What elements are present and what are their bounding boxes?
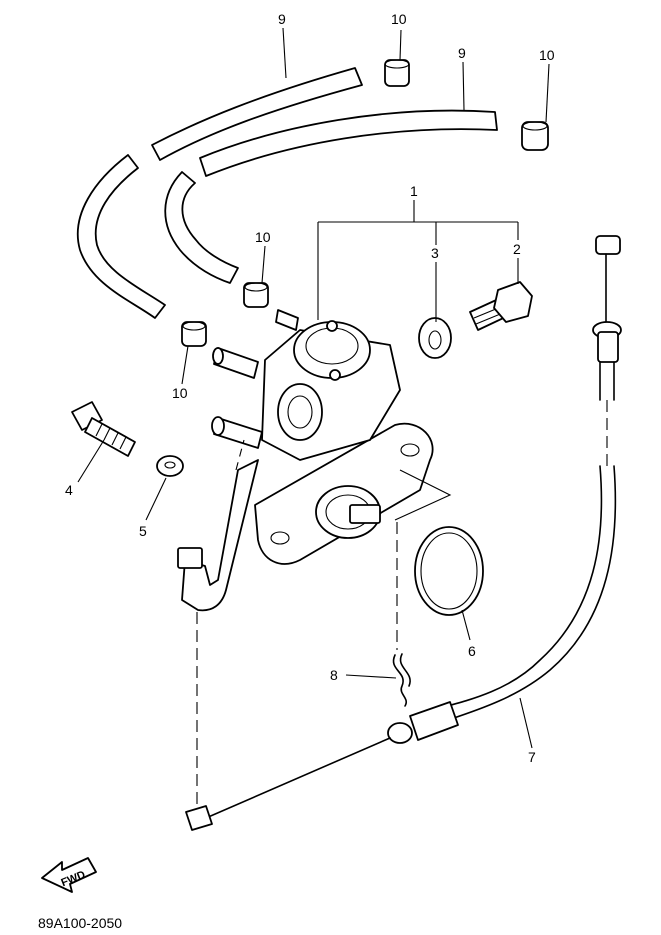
washer-3	[418, 317, 452, 359]
callout-10-top: 10	[391, 11, 407, 27]
oil-pump-assembly	[211, 309, 452, 565]
callout-1: 1	[410, 183, 418, 199]
control-cable-7	[185, 235, 622, 831]
clamp-10-c	[243, 282, 269, 308]
hose-lower	[164, 109, 498, 284]
callout-9-upper: 9	[278, 11, 286, 27]
callout-10-right: 10	[539, 47, 555, 63]
callout-2: 2	[513, 241, 521, 257]
bolt-4	[71, 401, 136, 457]
callout-3: 3	[431, 245, 439, 261]
leader-lines	[77, 27, 608, 808]
clip-8	[392, 653, 411, 707]
callout-10-lower: 10	[172, 385, 188, 401]
drawing-code: 89A100-2050	[38, 915, 122, 931]
callout-7: 7	[528, 749, 536, 765]
clamp-10-b	[521, 121, 549, 151]
callout-labels: 9 10 9 10 1 3 2 10 10 4 5 6 8 7	[65, 11, 555, 765]
washer-5	[156, 455, 184, 477]
callout-4: 4	[65, 482, 73, 498]
o-ring-6	[414, 526, 484, 616]
callout-5: 5	[139, 523, 147, 539]
clamp-10-a	[384, 59, 410, 87]
bolt-2	[469, 281, 533, 331]
callout-9-right: 9	[458, 45, 466, 61]
callout-8: 8	[330, 667, 338, 683]
hose-upper	[76, 67, 363, 319]
pump-lever	[177, 459, 259, 612]
callout-6: 6	[468, 643, 476, 659]
clamp-10-d	[181, 321, 207, 347]
callout-10-mid: 10	[255, 229, 271, 245]
fwd-arrow-icon: FWD	[41, 857, 97, 893]
